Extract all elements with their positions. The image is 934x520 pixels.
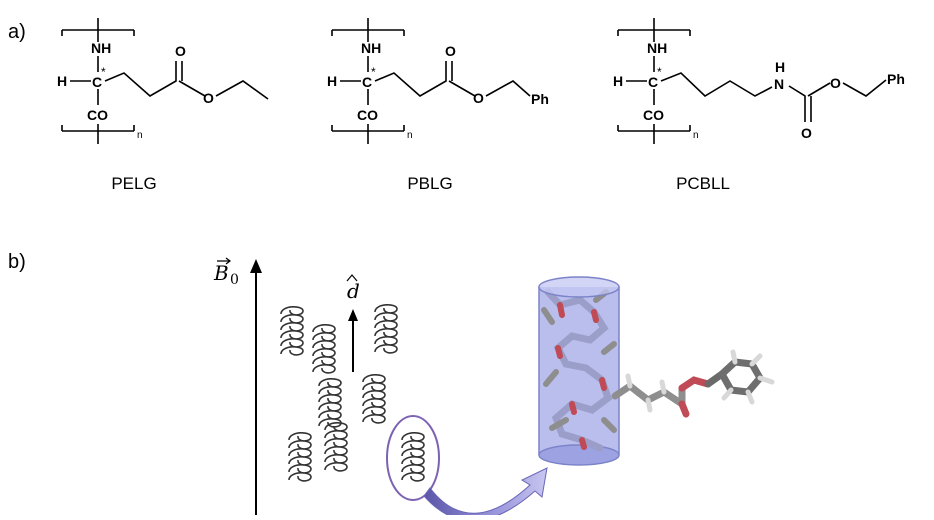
cylinder-top xyxy=(538,276,620,298)
ester-oxygen: O xyxy=(473,90,484,106)
helix-coil xyxy=(362,374,386,424)
cylinder-bottom xyxy=(538,444,620,466)
hydrogen-sticks xyxy=(625,349,775,413)
pblg-structure: NH H C * O O Ph CO n xyxy=(327,18,549,144)
nh-group: NH xyxy=(361,40,381,56)
bracket-bottom xyxy=(617,125,691,132)
amide-nitrogen: N xyxy=(774,76,784,92)
phenyl-group: Ph xyxy=(531,91,549,107)
helix-coil xyxy=(318,378,342,428)
side-chain-bonds xyxy=(374,61,453,97)
benzyl-bonds xyxy=(842,79,887,97)
carbamate-bonds xyxy=(788,85,812,122)
alpha-carbon: C xyxy=(648,74,658,90)
helix-coil xyxy=(280,306,304,356)
phenyl-group: Ph xyxy=(887,71,905,87)
helix-coil xyxy=(401,432,425,482)
bond-c-o xyxy=(178,80,206,97)
carbonyl-oxygen: O xyxy=(175,43,186,59)
pcbll-structure: NH H C * H N O O Ph CO n xyxy=(613,18,905,144)
repeat-n: n xyxy=(693,130,699,141)
pblg-label: PBLG xyxy=(407,174,452,193)
field-vector: B 0 xyxy=(213,257,262,515)
chiral-star: * xyxy=(657,65,662,79)
director-arrowhead xyxy=(348,309,358,321)
carbamate-oxygen: O xyxy=(801,125,812,141)
repeat-n: n xyxy=(407,130,413,141)
alpha-carbon: C xyxy=(92,74,102,90)
benzyl-bonds xyxy=(485,80,531,97)
bracket-bottom xyxy=(61,125,135,132)
molecular-model xyxy=(538,276,775,466)
helix-coil xyxy=(324,422,348,472)
pelg-label: PELG xyxy=(111,174,156,193)
zoom-arrow xyxy=(423,467,548,520)
pelg-structure: NH H C * O O CO n xyxy=(57,18,269,144)
vector-arrow-mark xyxy=(217,257,231,265)
carbonyl-o-stick xyxy=(678,400,690,418)
h-atom: H xyxy=(327,73,337,89)
director-symbol: d xyxy=(347,279,360,303)
helix-coil xyxy=(312,324,336,374)
ester-o-stick xyxy=(678,376,712,392)
co-group: CO xyxy=(357,107,378,123)
field-symbol: B xyxy=(213,261,229,285)
field-subscript: 0 xyxy=(230,272,239,288)
repeat-n: n xyxy=(137,130,143,141)
highlight-ellipse xyxy=(386,415,440,501)
hat-mark xyxy=(346,274,358,282)
bracket-bottom xyxy=(331,125,405,132)
backbone-sticks xyxy=(544,288,613,452)
helix-coil xyxy=(374,304,398,354)
pcbll-label: PCBLL xyxy=(676,174,730,193)
helix-coil xyxy=(288,432,312,482)
side-chain xyxy=(611,349,775,418)
backbone-oxygens xyxy=(555,302,607,450)
alpha-carbon: C xyxy=(362,74,372,90)
chiral-star: * xyxy=(371,65,376,79)
helices-group xyxy=(280,304,425,482)
bond-c-o-ester xyxy=(807,82,831,97)
amide-h: H xyxy=(775,59,785,75)
panel-b-label: b) xyxy=(8,251,26,273)
ester-oxygen: O xyxy=(830,75,841,91)
nh-group: NH xyxy=(647,40,667,56)
chiral-star: * xyxy=(101,65,106,79)
lysine-chain-bonds xyxy=(660,72,773,98)
nh-group: NH xyxy=(91,40,111,56)
side-chain-bonds xyxy=(104,61,183,97)
phenyl-ring xyxy=(718,358,764,396)
ester-oxygen: O xyxy=(203,90,214,106)
bond-c-o xyxy=(448,80,476,97)
panel-a-label: a) xyxy=(8,21,26,43)
h-atom: H xyxy=(57,73,67,89)
director-vector: d xyxy=(346,274,360,372)
h-atom: H xyxy=(613,73,623,89)
carbonyl-oxygen: O xyxy=(445,43,456,59)
field-arrowhead xyxy=(250,259,262,273)
co-group: CO xyxy=(87,107,108,123)
co-group: CO xyxy=(643,107,664,123)
ethyl-bonds xyxy=(215,80,269,100)
